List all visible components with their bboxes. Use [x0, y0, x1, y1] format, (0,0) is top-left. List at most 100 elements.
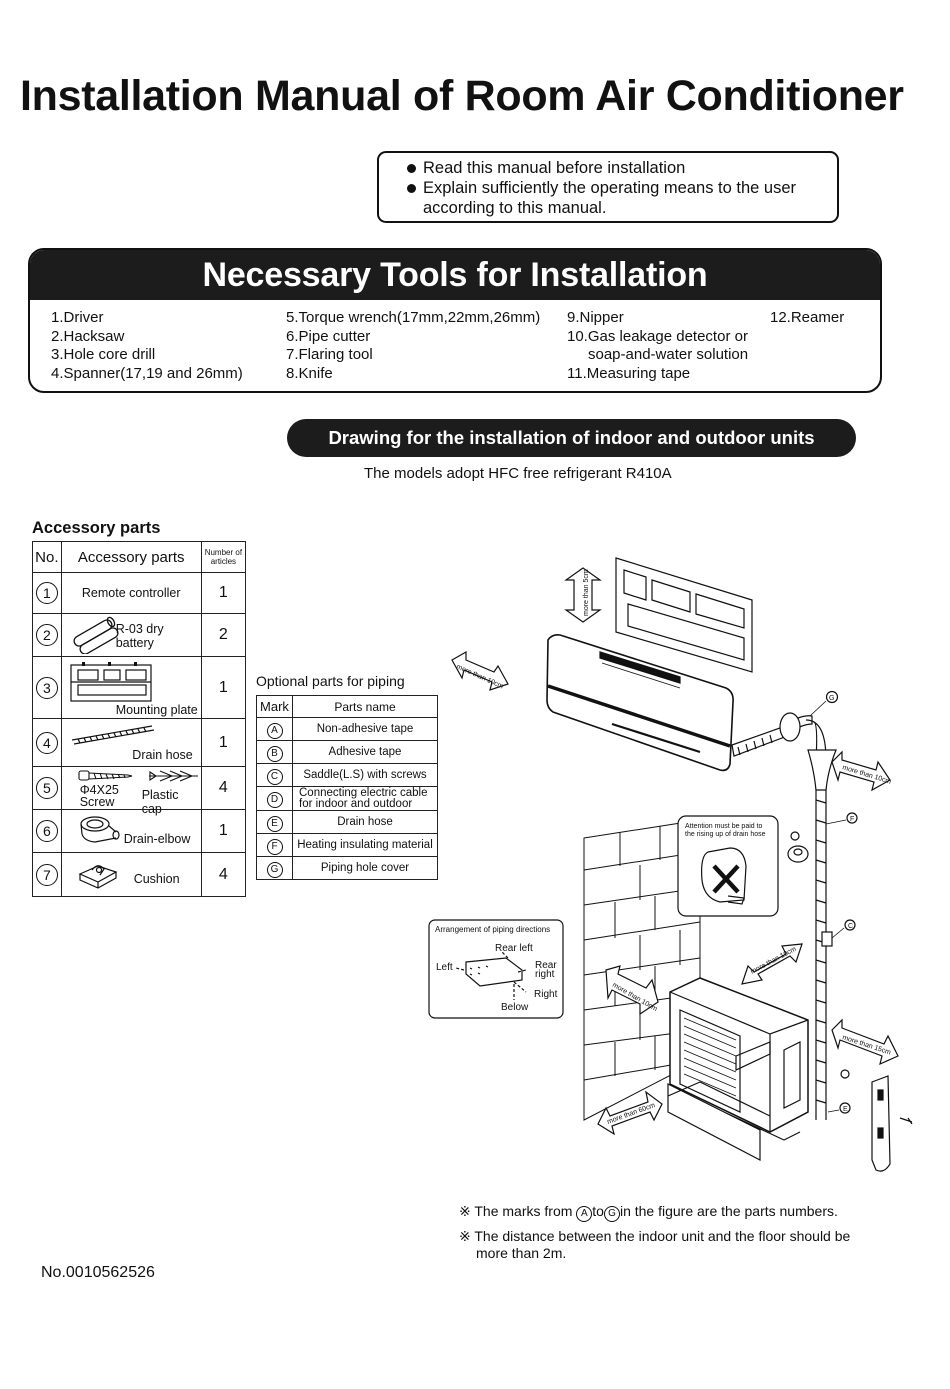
- footnote-text: to: [592, 1203, 604, 1219]
- accessory-name: Cushion: [133, 872, 180, 886]
- clearance-label-top: more than 5cm: [583, 569, 590, 616]
- part-name-continued: for indoor and outdoor: [299, 797, 413, 810]
- part-mark: G: [266, 861, 283, 878]
- mounting-plate-drawing: [615, 557, 753, 673]
- piping-directions-title: Arrangement of piping directions: [435, 925, 550, 934]
- direction-label: Below: [501, 1002, 529, 1013]
- table-header-row: Mark Parts name: [256, 695, 438, 718]
- part-mark: A: [576, 1206, 593, 1222]
- table-row: 7 Cushion 4: [32, 852, 247, 897]
- table-row: D Connecting electric cable for indoor a…: [256, 786, 438, 811]
- reference-mark: ※: [459, 1228, 471, 1244]
- accessory-qty: 1: [200, 809, 247, 853]
- table-header-row: No. Accessory parts Number of articles: [32, 541, 247, 573]
- outdoor-unit: [667, 977, 809, 1161]
- footnote-distance: ※ The distance between the indoor unit a…: [459, 1228, 850, 1262]
- table-row: B Adhesive tape: [256, 740, 438, 764]
- table-row: 1 Remote controller 1: [32, 572, 247, 614]
- accessory-qty: 1: [200, 572, 247, 614]
- direction-label: Rear left: [495, 943, 533, 954]
- attention-box: [677, 815, 779, 917]
- piping-directions-box: [428, 919, 564, 1019]
- part-name: Non-adhesive tape: [292, 717, 438, 741]
- column-header-no: No.: [32, 541, 62, 573]
- direction-label: Left: [436, 962, 453, 973]
- page-title: Installation Manual of Room Air Conditio…: [20, 72, 904, 120]
- notice-item-continued: according to this manual.: [423, 199, 607, 217]
- direction-label: Rear: [535, 960, 557, 971]
- clearance-arrow-outdoor-left: [605, 965, 659, 1016]
- table-row: A Non-adhesive tape: [256, 717, 438, 741]
- table-row: E Drain hose: [256, 810, 438, 834]
- clearance-label-outdoor-front: more than 60cm: [606, 1102, 656, 1126]
- clearance-label-outdoor-top: more than 10cm: [750, 946, 798, 976]
- clearance-arrow-right-bottom: [831, 1018, 899, 1066]
- tool-item: 4.Spanner(17,19 and 26mm): [51, 364, 243, 382]
- row-number: 6: [35, 820, 58, 842]
- column-header-mark: Mark: [256, 695, 293, 718]
- tool-item: 10.Gas leakage detector or: [567, 327, 748, 345]
- part-mark: G: [603, 1206, 620, 1222]
- attention-text: the rising up of drain hose: [685, 831, 766, 838]
- mounting-plate-icon: [70, 662, 152, 702]
- footnote-text: The distance between the indoor unit and…: [474, 1228, 851, 1244]
- accessory-name: Remote controller: [60, 572, 202, 614]
- accessory-name: Drain hose: [132, 748, 193, 762]
- table-row: G Piping hole cover: [256, 856, 438, 880]
- tool-item: 7.Flaring tool: [286, 346, 373, 363]
- table-row: C Saddle(L.S) with screws: [256, 763, 438, 787]
- clearance-arrow-right-top: [831, 750, 891, 792]
- piping: [731, 715, 813, 757]
- part-mark: B: [266, 745, 283, 762]
- installation-diagram: more than 5cm more than 10cm more than 1…: [428, 557, 913, 1172]
- part-label-c: C: [848, 923, 853, 930]
- clearance-arrow-outdoor-top: [741, 943, 803, 985]
- screw-label: Screw: [79, 795, 115, 809]
- accessory-name: R-03 dry battery: [115, 622, 164, 650]
- part-mark: D: [266, 792, 283, 808]
- table-row: 6 Drain-elbow 1: [32, 809, 247, 853]
- table-row: 3 Mounting plate 1: [32, 656, 247, 719]
- document-number: No.0010562526: [41, 1264, 155, 1281]
- cushion-icon: [78, 865, 118, 889]
- wall-bracket: [871, 1075, 891, 1172]
- tools-column-4: 12.Reamer: [770, 309, 844, 328]
- piping-hole-cover: [779, 712, 801, 742]
- clearance-arrow-outdoor-front: [597, 1090, 663, 1136]
- footnote-text-continued: more than 2m.: [476, 1245, 567, 1261]
- table-row: 2 R-03 dry battery 2: [32, 613, 247, 657]
- tool-item: 2.Hacksaw: [51, 327, 125, 345]
- part-label-e: E: [843, 1106, 848, 1113]
- tool-item: 11.Measuring tape: [567, 364, 691, 382]
- footnote-text: in the figure are the parts numbers.: [619, 1203, 838, 1219]
- column-header-parts-name: Parts name: [292, 695, 438, 718]
- drain-hose-icon: [71, 725, 154, 745]
- tools-column-2: 5.Torque wrench(17mm,22mm,26mm) 6.Pipe c…: [286, 309, 540, 383]
- accessory-table: No. Accessory parts Number of articles 1…: [32, 541, 247, 897]
- tools-column-3: 9.Nipper 10.Gas leakage detector or soap…: [567, 309, 748, 383]
- tools-column-1: 1.Driver 2.Hacksaw 3.Hole core drill 4.S…: [51, 309, 243, 383]
- accessory-qty: 1: [200, 656, 247, 719]
- optional-parts-title: Optional parts for piping: [256, 673, 405, 689]
- refrigerant-note: The models adopt HFC free refrigerant R4…: [364, 465, 672, 482]
- tool-item: 5.Torque wrench(17mm,22mm,26mm): [286, 309, 541, 326]
- accessory-qty: 4: [200, 852, 247, 897]
- part-name: Heating insulating material: [292, 833, 438, 857]
- accessory-name: Mounting plate: [115, 703, 198, 717]
- footnote-text: The marks from: [474, 1203, 573, 1219]
- part-name: Drain hose: [292, 810, 438, 834]
- column-header-count: Number of articles: [200, 541, 247, 573]
- drawing-heading: Drawing for the installation of indoor a…: [287, 419, 856, 457]
- row-number: 7: [35, 863, 58, 886]
- tool-item: 6.Pipe cutter: [286, 327, 371, 345]
- reference-mark: ※: [459, 1203, 471, 1219]
- table-row: F Heating insulating material: [256, 833, 438, 857]
- screw-size: Φ4X25: [79, 783, 119, 797]
- row-number: 4: [35, 731, 58, 754]
- part-mark: C: [266, 768, 283, 785]
- attention-text: Attention must be paid to: [685, 823, 763, 830]
- direction-label: right: [535, 969, 555, 980]
- notice-item: Explain sufficiently the operating means…: [407, 178, 827, 198]
- part-label-f: F: [850, 816, 854, 823]
